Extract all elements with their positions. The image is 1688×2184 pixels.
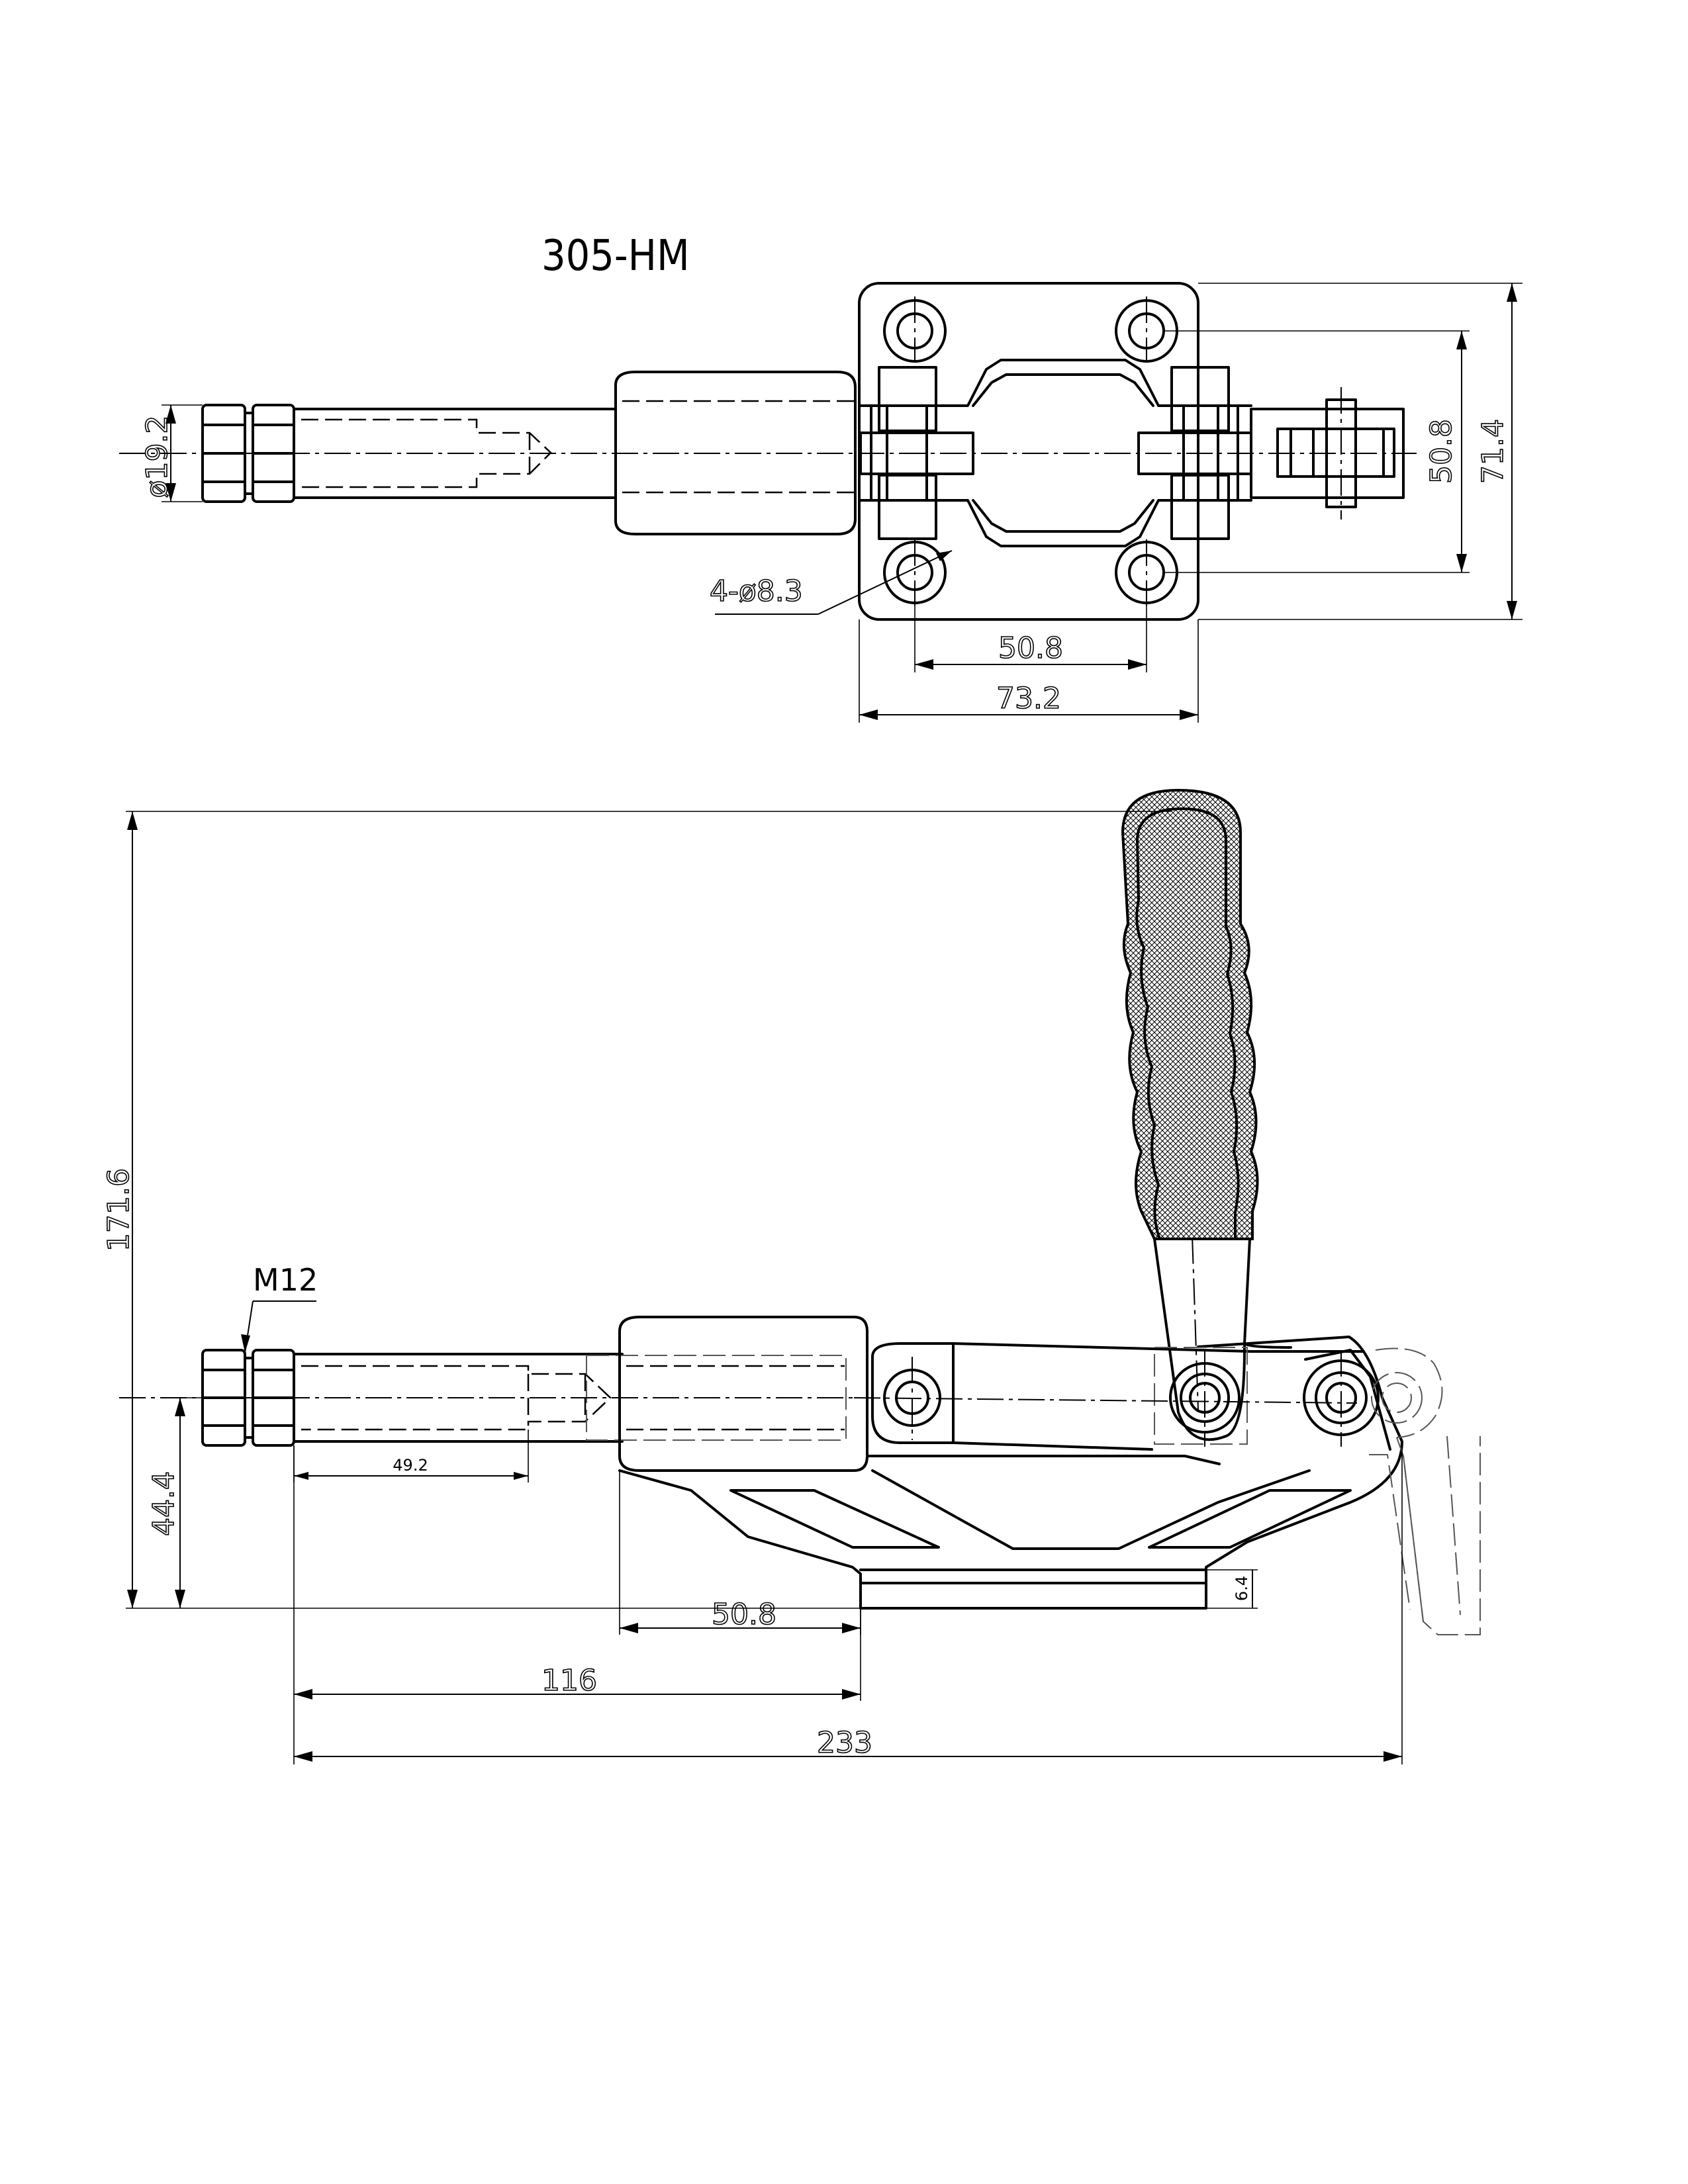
side-base-bracket <box>618 1336 1403 1610</box>
dim-rod-diameter: ø19.2 <box>140 404 203 502</box>
base-plate <box>858 282 1199 621</box>
dim-rod-to-base: 116 <box>293 1445 861 1764</box>
side-view: 171.6 44.4 M12 49.2 <box>101 788 1481 1764</box>
side-handle-open-ghost <box>1369 1347 1481 1635</box>
side-guide-sleeve <box>618 1316 868 1472</box>
dim-base-height-label: 71.4 <box>1476 419 1510 484</box>
thread-label: M12 <box>253 1262 318 1298</box>
dim-overall-height-label: 171.6 <box>102 1168 136 1251</box>
dim-hole-spacing-vertical: 50.8 <box>1165 330 1470 573</box>
dim-thread-leader: M12 <box>241 1262 318 1353</box>
lock-nuts <box>201 404 295 503</box>
dim-overall-length: 233 <box>294 1443 1403 1764</box>
side-plunger-rod <box>293 1353 847 1443</box>
dim-base-width: 73.2 <box>859 619 1199 723</box>
dim-base-thickness: 6.4 <box>1206 1569 1258 1609</box>
dim-hole-spacing-vertical-label: 50.8 <box>1425 419 1458 484</box>
drawing-title: 305-HM <box>541 232 690 281</box>
dim-holes-leader: 4-ø8.3 <box>709 550 953 615</box>
dim-holes-label: 4-ø8.3 <box>710 574 803 608</box>
dim-base-height: 71.4 <box>1198 283 1523 620</box>
side-handle-grip <box>1121 788 1259 1240</box>
dim-rod-diameter-label: ø19.2 <box>140 416 174 498</box>
dim-overall-height: 171.6 <box>101 811 1172 1609</box>
side-pivots <box>871 1342 1391 1451</box>
dim-hole-spacing-horizontal-label: 50.8 <box>998 631 1063 665</box>
dim-base-thickness-label: 6.4 <box>1233 1576 1251 1601</box>
dim-base-width-label: 73.2 <box>996 682 1061 715</box>
dim-stroke-label: 49.2 <box>393 1456 428 1475</box>
dim-base-hole-spacing-label: 50.8 <box>712 1598 776 1631</box>
guide-sleeve <box>614 371 857 535</box>
dim-rod-center-height-label: 44.4 <box>147 1471 181 1536</box>
top-view: ø19.2 50.8 71.4 4-ø8.3 <box>119 282 1523 723</box>
dim-hole-spacing-horizontal: 50.8 <box>914 596 1147 672</box>
dim-rod-center-height: 44.4 <box>146 1397 203 1608</box>
dim-overall-length-label: 233 <box>817 1726 872 1760</box>
dim-stroke: 49.2 <box>293 1430 529 1482</box>
dim-rod-to-base-label: 116 <box>541 1664 597 1698</box>
